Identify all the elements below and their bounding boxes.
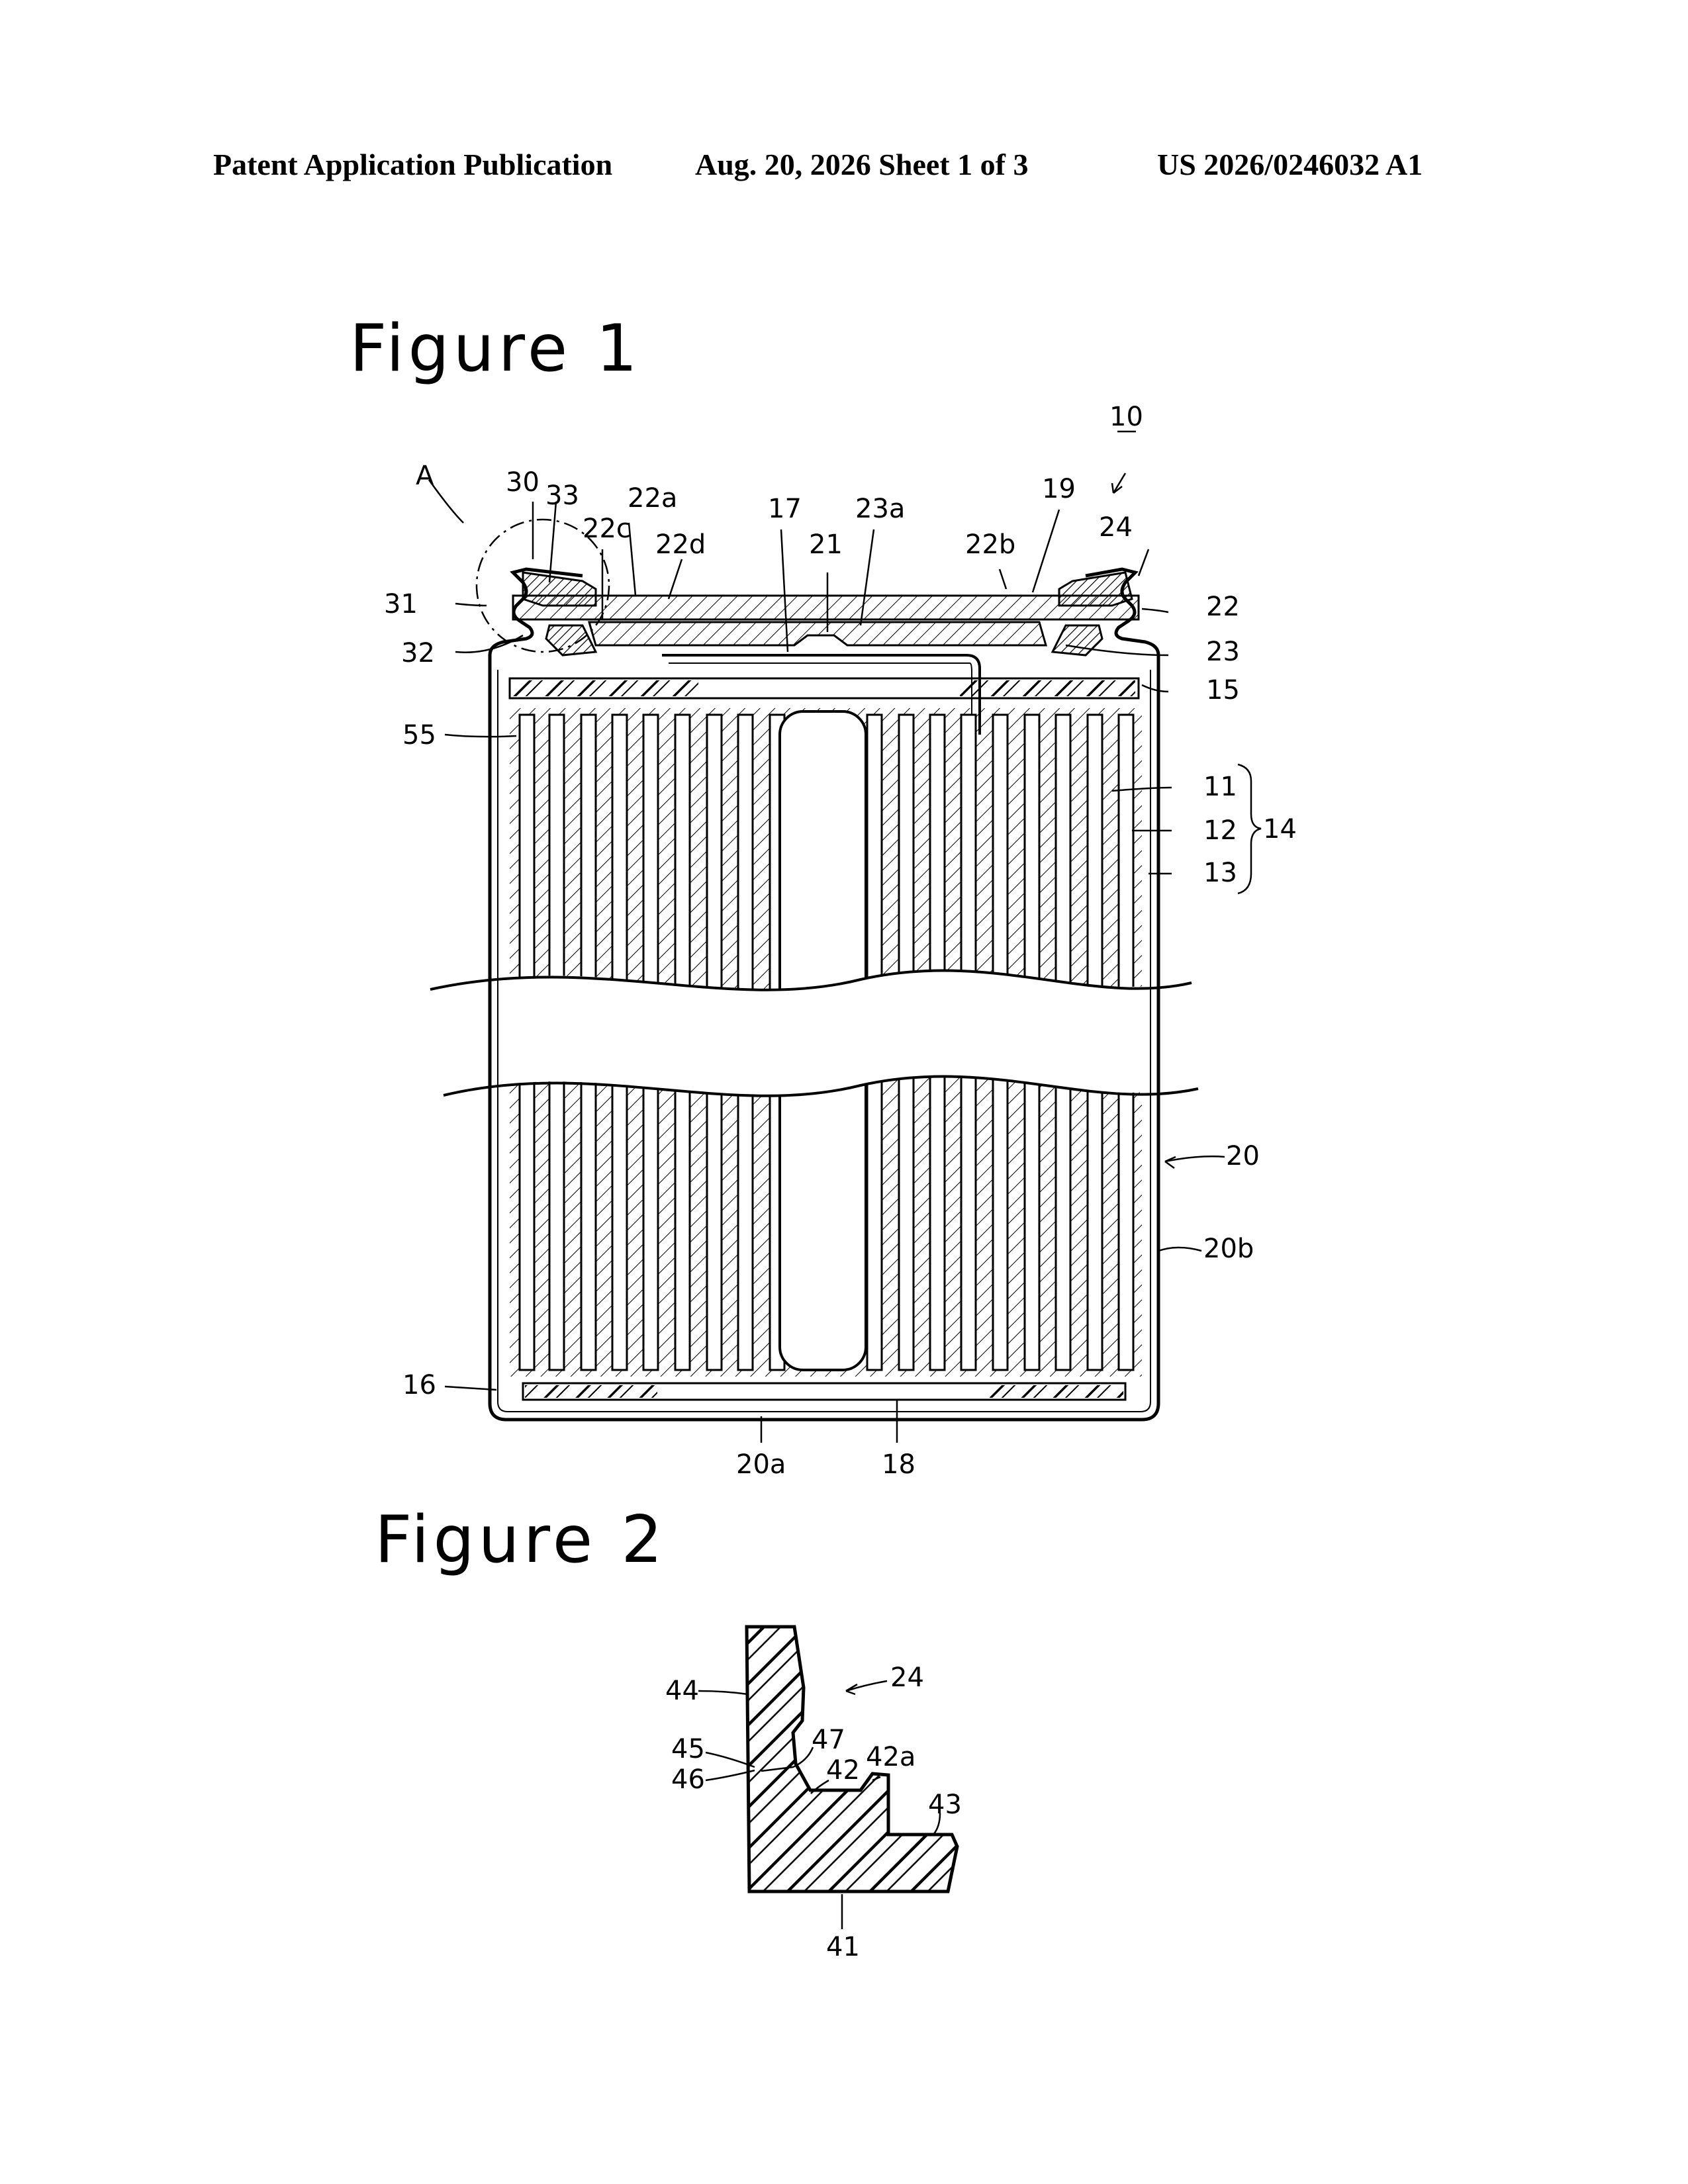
ref2-42a: 42a	[866, 1742, 915, 1772]
ref2-41: 41	[826, 1932, 860, 1962]
ref2-43: 43	[928, 1790, 962, 1820]
ref2-45: 45	[671, 1734, 705, 1764]
ref2-44: 44	[665, 1676, 699, 1706]
ref2-24: 24	[890, 1662, 924, 1693]
ref2-42: 42	[826, 1755, 860, 1786]
ref2-47: 47	[812, 1725, 845, 1755]
ref2-46: 46	[671, 1764, 705, 1795]
